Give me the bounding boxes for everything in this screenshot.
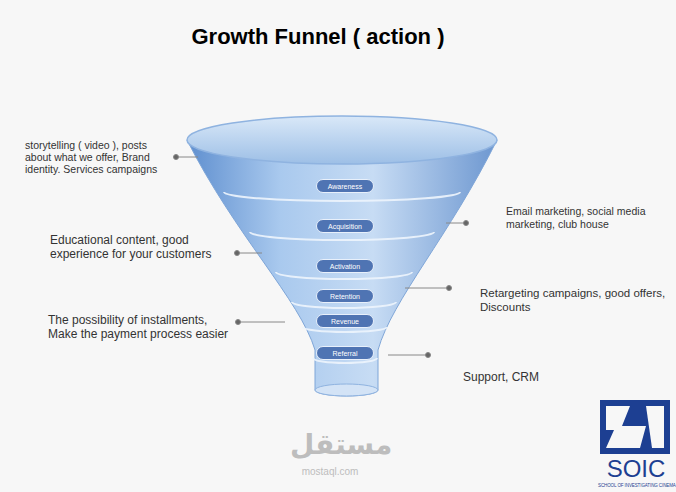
callout-text: The possibility of installments, Make th… xyxy=(48,313,230,342)
funnel-stage: Awareness xyxy=(316,179,374,193)
stage-label: Revenue xyxy=(331,318,359,325)
logo-subtitle: SCHOOL OF INVESTIGATING CINEMA xyxy=(598,484,674,489)
funnel-stage: Activation xyxy=(316,259,374,273)
callout-text: storytelling ( video ), posts about what… xyxy=(25,139,175,175)
funnel-stage: Revenue xyxy=(316,314,374,328)
callout-text: Support, CRM xyxy=(463,370,613,384)
stage-label: Awareness xyxy=(328,183,363,190)
funnel-rim xyxy=(187,116,497,164)
callout-text: Email marketing, social media marketing,… xyxy=(506,205,671,230)
watermark: مستقل xyxy=(290,430,370,461)
funnel-stage: Retention xyxy=(316,289,374,303)
soic-logo xyxy=(600,400,670,454)
funnel-stage: Referral xyxy=(316,346,374,360)
funnel-rings xyxy=(224,192,460,363)
funnel-stage: Acquisition xyxy=(316,219,374,233)
stage-label: Acquisition xyxy=(328,223,362,230)
stage-label: Activation xyxy=(330,263,360,270)
callout-text: Educational content, good experience for… xyxy=(50,233,230,262)
logo-text: SOIC xyxy=(598,456,674,482)
spout-end xyxy=(315,384,378,396)
funnel-body xyxy=(187,140,497,396)
watermark-url: mostaql.com xyxy=(290,466,370,477)
leader-lines xyxy=(174,155,469,358)
stage-label: Retention xyxy=(330,293,360,300)
callout-text: Retargeting campaigns, good offers, Disc… xyxy=(480,287,672,315)
title: Growth Funnel ( action ) xyxy=(0,24,636,50)
stage-label: Referral xyxy=(333,350,358,357)
